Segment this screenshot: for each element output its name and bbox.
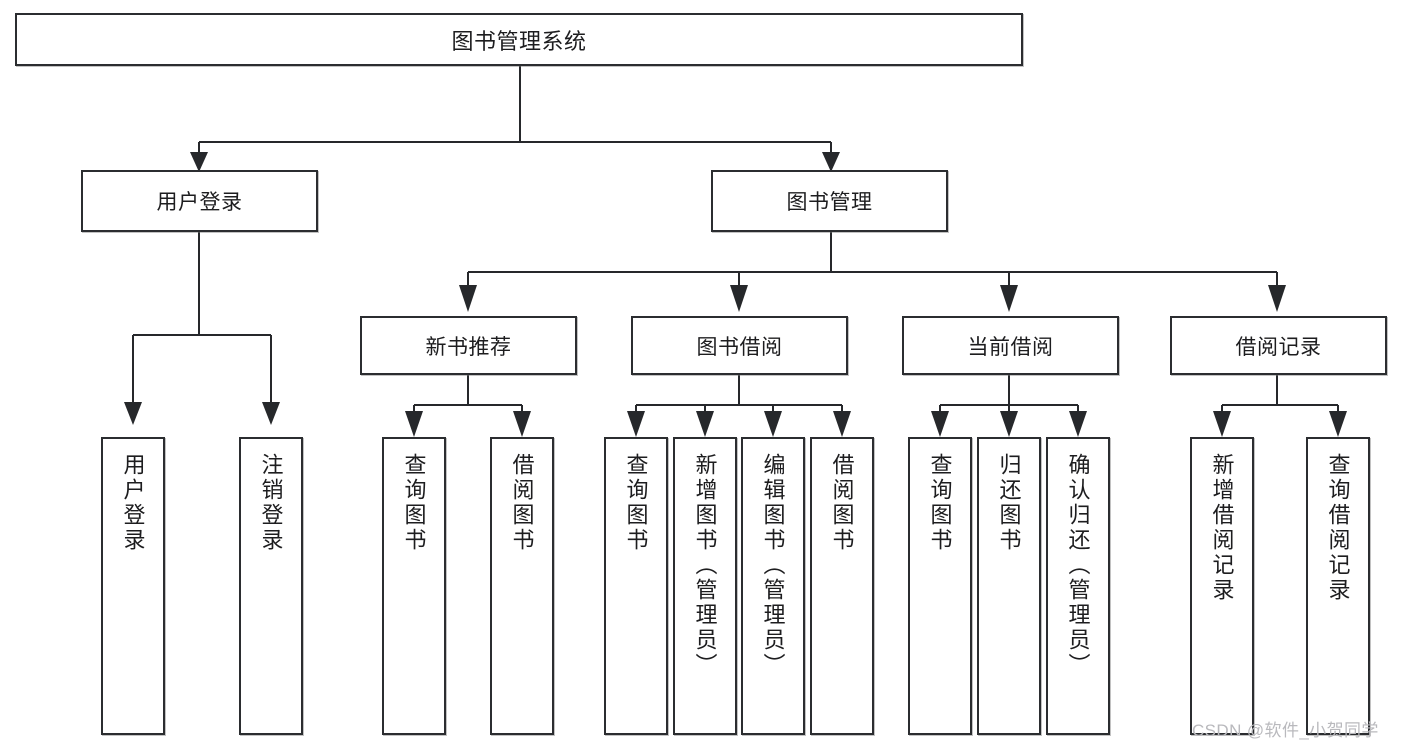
node-leaf-user-login[interactable]: 用户登录	[101, 437, 165, 735]
node-leaf-query-book-1[interactable]: 查询图书	[382, 437, 446, 735]
node-leaf-edit-book-label: 编辑图书（管理员）	[760, 453, 786, 678]
arrowhead-user-login	[190, 152, 208, 172]
arrowhead-leaf-add-record	[1213, 411, 1231, 437]
node-leaf-user-login-label: 用户登录	[120, 453, 146, 553]
node-book-borrow-label: 图书借阅	[696, 335, 783, 359]
node-leaf-borrow-book-2-label: 借阅图书	[829, 453, 855, 553]
arrowhead-book-borrow	[730, 285, 748, 312]
node-current-borrow[interactable]: 当前借阅	[902, 316, 1119, 375]
node-leaf-query-record[interactable]: 查询借阅记录	[1306, 437, 1370, 735]
node-borrow-record-label: 借阅记录	[1235, 335, 1322, 359]
node-leaf-add-book[interactable]: 新增图书（管理员）	[673, 437, 737, 735]
node-leaf-borrow-book-2[interactable]: 借阅图书	[810, 437, 874, 735]
arrowhead-leaf-user-login	[124, 402, 142, 425]
arrowhead-leaf-edit-book	[764, 411, 782, 437]
node-leaf-confirm-return-label: 确认归还（管理员）	[1065, 453, 1091, 678]
node-user-login-label: 用户登录	[156, 191, 243, 214]
node-new-book-recommend[interactable]: 新书推荐	[360, 316, 577, 375]
node-leaf-add-record-label: 新增借阅记录	[1209, 453, 1235, 603]
arrowhead-leaf-add-book	[696, 411, 714, 437]
arrowhead-leaf-borrow-book-2	[833, 411, 851, 437]
node-current-borrow-label: 当前借阅	[967, 335, 1054, 359]
node-leaf-logout-login[interactable]: 注销登录	[239, 437, 303, 735]
node-root[interactable]: 图书管理系统	[15, 13, 1023, 66]
node-leaf-confirm-return[interactable]: 确认归还（管理员）	[1046, 437, 1110, 735]
node-book-manage[interactable]: 图书管理	[711, 170, 948, 232]
node-leaf-borrow-book-1[interactable]: 借阅图书	[490, 437, 554, 735]
node-leaf-borrow-book-1-label: 借阅图书	[509, 453, 535, 553]
node-leaf-query-book-2[interactable]: 查询图书	[604, 437, 668, 735]
node-leaf-query-book-3[interactable]: 查询图书	[908, 437, 972, 735]
arrowhead-new-book-recommend	[459, 285, 477, 312]
node-borrow-record[interactable]: 借阅记录	[1170, 316, 1387, 375]
node-leaf-add-record[interactable]: 新增借阅记录	[1190, 437, 1254, 735]
node-leaf-query-book-2-label: 查询图书	[623, 453, 649, 553]
node-user-login[interactable]: 用户登录	[81, 170, 318, 232]
arrowhead-leaf-logout	[262, 402, 280, 425]
arrowhead-current-borrow	[1000, 285, 1018, 312]
arrowhead-leaf-borrow-book-1	[513, 411, 531, 437]
arrowhead-borrow-record	[1268, 285, 1286, 312]
arrowhead-leaf-query-book-1	[405, 411, 423, 437]
arrowhead-leaf-query-record	[1329, 411, 1347, 437]
arrowhead-leaf-query-book-3	[931, 411, 949, 437]
node-book-borrow[interactable]: 图书借阅	[631, 316, 848, 375]
arrowhead-leaf-confirm-return	[1069, 411, 1087, 437]
node-leaf-query-record-label: 查询借阅记录	[1325, 453, 1351, 603]
node-leaf-add-book-label: 新增图书（管理员）	[692, 453, 718, 678]
node-root-label: 图书管理系统	[451, 28, 587, 54]
node-book-manage-label: 图书管理	[786, 191, 873, 214]
node-leaf-return-book[interactable]: 归还图书	[977, 437, 1041, 735]
node-new-book-recommend-label: 新书推荐	[425, 335, 512, 359]
node-leaf-query-book-3-label: 查询图书	[927, 453, 953, 553]
node-leaf-logout-login-label: 注销登录	[258, 453, 284, 553]
arrowhead-book-manage	[822, 152, 840, 172]
csdn-watermark: CSDN @软件_小贺同学	[1192, 721, 1379, 740]
arrowhead-leaf-query-book-2	[627, 411, 645, 437]
arrowhead-leaf-return-book	[1000, 411, 1018, 437]
node-leaf-edit-book[interactable]: 编辑图书（管理员）	[741, 437, 805, 735]
node-leaf-query-book-1-label: 查询图书	[401, 453, 427, 553]
node-leaf-return-book-label: 归还图书	[996, 453, 1022, 553]
